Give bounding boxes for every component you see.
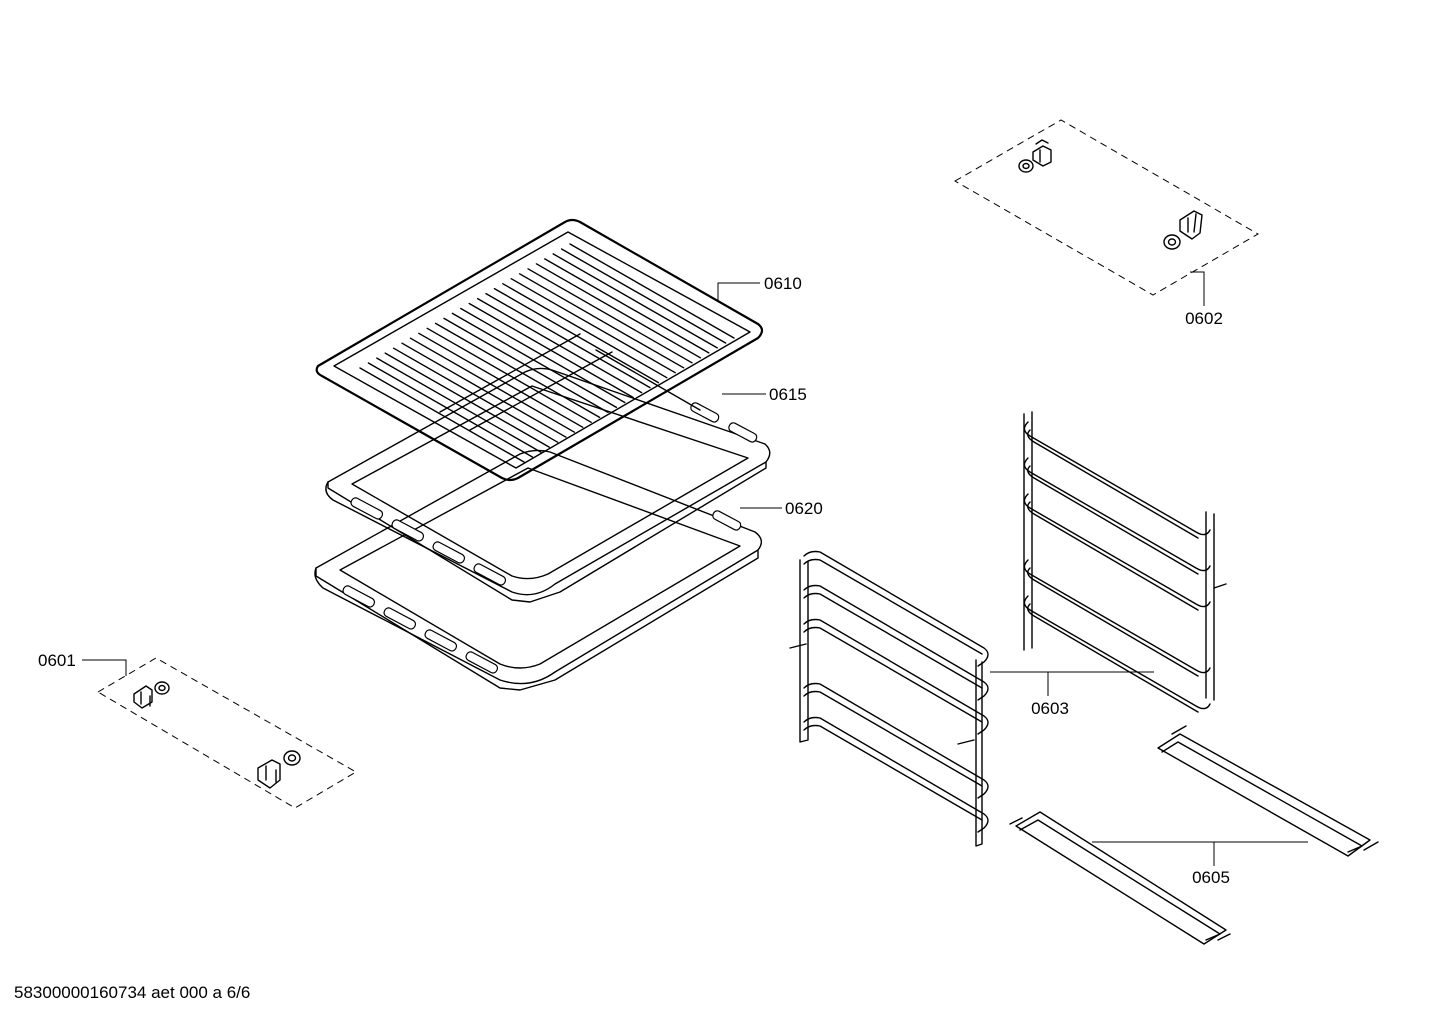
rack-bar (418, 332, 584, 428)
tray-0615-outline (325, 367, 771, 596)
rail-left-rung (803, 558, 983, 655)
rail-right-pin (1213, 583, 1227, 589)
rail-right-rung (1027, 567, 1199, 677)
rail-left-rung (803, 690, 983, 787)
rack-bar (426, 327, 592, 423)
rail-left-rung (803, 550, 989, 667)
callout-0610: 0610 (764, 274, 802, 293)
runner-upper (1157, 725, 1379, 857)
rack-bar (569, 243, 735, 339)
leader-0610 (717, 282, 760, 300)
part-0610-wire-rack[interactable]: 0610 (315, 218, 802, 482)
rail-right-rung (1023, 421, 1211, 536)
rack-bar (451, 312, 618, 409)
rail-left-post (975, 659, 983, 847)
callout-0615: 0615 (769, 385, 807, 404)
part-0603-side-rails[interactable]: 0603 (789, 411, 1227, 847)
callout-0603: 0603 (1031, 699, 1069, 718)
kit-0602-outline (953, 119, 1259, 296)
callout-0601: 0601 (38, 651, 76, 670)
rack-bar (409, 337, 576, 433)
rail-right-post (1023, 411, 1033, 651)
side-rail-right (1023, 411, 1227, 713)
rail-left-rung (803, 682, 989, 799)
rail-right-rung (1027, 501, 1199, 611)
leader-0601 (82, 659, 127, 676)
part-0602-kit[interactable]: 0602 (953, 119, 1259, 328)
rack-bar (527, 268, 693, 364)
part-0605-runners[interactable]: 0605 (1009, 725, 1379, 945)
part-0615-shallow-tray[interactable]: 0615 (325, 367, 807, 603)
document-id: 58300000160734 aet 000 a 6/6 (14, 983, 250, 1002)
rack-0610-frame (315, 218, 764, 482)
tray-0615-inner (351, 385, 749, 580)
clip-bracket-icon (1018, 139, 1052, 173)
tray-0620-slots (342, 510, 742, 674)
rail-right-rung (1027, 429, 1199, 539)
rack-bar (392, 347, 559, 443)
rack-bar (376, 357, 542, 453)
clip-bracket-icon (133, 681, 170, 709)
part-0620-deep-tray[interactable]: 0620 (314, 449, 823, 691)
rack-bar (544, 258, 710, 354)
rack-bar (443, 317, 609, 414)
rack-bar (401, 342, 567, 438)
callout-0605: 0605 (1192, 868, 1230, 887)
runner-lower (1009, 811, 1231, 945)
rail-left-rung (803, 584, 989, 701)
kit-0601-outline (97, 657, 357, 809)
leader-0602 (1190, 271, 1205, 306)
tray-0620-inner (339, 467, 741, 669)
rack-bar (502, 283, 668, 379)
side-rail-left (789, 550, 989, 847)
rack-bar (535, 263, 702, 359)
rail-right-rung (1023, 457, 1211, 572)
clip-bracket-icon (257, 750, 301, 789)
rail-left-rung (803, 592, 983, 689)
clip-bracket-icon (1163, 210, 1203, 250)
rail-right-rung (1027, 603, 1199, 713)
rail-left-pin (789, 643, 975, 745)
rack-bar (434, 322, 601, 419)
callout-0602: 0602 (1185, 309, 1223, 328)
rack-bar (560, 248, 727, 344)
rail-right-rung (1023, 595, 1211, 710)
rail-left-rung (803, 724, 983, 821)
callout-0620: 0620 (785, 499, 823, 518)
rack-bar (518, 273, 685, 369)
rail-right-rung (1027, 465, 1199, 575)
rack-bar (510, 278, 676, 374)
rail-right-post (1205, 511, 1215, 701)
rail-left-rung (803, 716, 989, 833)
rack-bar (384, 352, 550, 448)
rail-left-rung (803, 626, 983, 723)
rack-bar (552, 253, 718, 349)
rack-bar (359, 367, 525, 463)
rail-right-rung (1023, 493, 1211, 608)
rack-bar (367, 362, 534, 458)
rail-right-rung (1023, 559, 1211, 674)
leader-0603 (990, 671, 1154, 696)
part-0601-kit[interactable]: 0601 (38, 651, 357, 809)
rail-left-post (799, 559, 809, 743)
tray-0620-outline (314, 449, 763, 685)
rack-0610-bars (359, 243, 735, 463)
rail-left-rung (803, 618, 989, 735)
tray-0615-slots (350, 402, 758, 586)
leader-0605 (1092, 841, 1308, 866)
